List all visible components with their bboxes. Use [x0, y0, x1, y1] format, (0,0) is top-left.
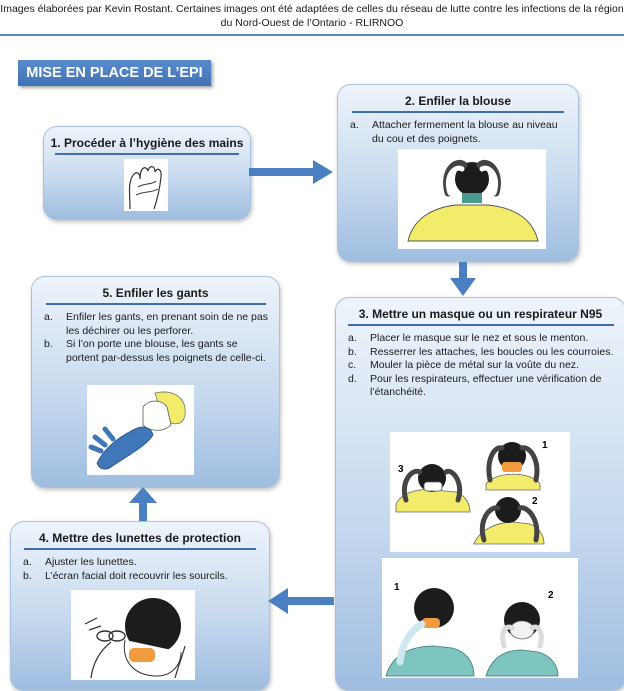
section-banner: MISE EN PLACE DE L’EPI	[18, 60, 211, 86]
list-text: Si l’on porte une blouse, les gants se p…	[66, 338, 266, 364]
step-3-title: 3. Mettre un masque ou un respirateur N9…	[358, 307, 603, 321]
respirator-illustration: 1 2	[385, 582, 559, 677]
respirator-step-number: 2	[548, 590, 554, 601]
hand-hygiene-illustration	[128, 166, 162, 210]
arrow-step-3-to-4	[268, 588, 334, 614]
step-2-title: 2. Enfiler la blouse	[404, 94, 512, 108]
step-4-underline	[24, 548, 256, 550]
list-text: Attacher fermement la blouse au niveau d…	[372, 119, 558, 145]
list-marker: b.	[348, 345, 357, 358]
list-marker: a.	[44, 311, 53, 323]
list-text: Ajuster les lunettes.	[45, 556, 137, 568]
step-2-list: a. Attacher fermement la blouse au niveau…	[338, 119, 578, 146]
list-text: Enfiler les gants, en prenant soin de ne…	[66, 311, 268, 337]
list-text: Mouler la pièce de métal sur la voûte du…	[370, 359, 579, 371]
respirator-image: 1 2	[382, 558, 578, 678]
list-text: Pour les respirateurs, effectuer une vér…	[370, 372, 602, 399]
step-2-box: 2. Enfiler la blouse a. Attacher fermemen…	[337, 84, 579, 262]
list-item: d. Pour les respirateurs, effectuer une v…	[348, 373, 615, 400]
respirator-step-number: 1	[394, 582, 400, 593]
goggles-image	[71, 590, 195, 680]
gloves-image	[87, 385, 194, 475]
arrow-step-1-to-2	[249, 160, 333, 184]
step-5-list: a. Enfiler les gants, en prenant soin de …	[32, 311, 279, 365]
list-marker: b.	[44, 338, 53, 350]
step-5-title: 5. Enfiler les gants	[102, 286, 209, 300]
mask-tying-image: 1 3 2	[390, 432, 570, 552]
step-4-box: 4. Mettre des lunettes de protection a. A…	[10, 521, 270, 691]
list-marker: a.	[348, 332, 357, 344]
goggles-illustration	[84, 598, 186, 679]
list-item: b. Si l’on porte une blouse, les gants se…	[44, 338, 269, 365]
step-3-underline	[347, 324, 614, 326]
list-item: a. Attacher fermement la blouse au niveau…	[350, 119, 568, 146]
list-text: Placer le masque sur le nez et sous le m…	[370, 332, 589, 344]
step-1-underline	[55, 153, 239, 155]
list-marker: c.	[348, 359, 357, 371]
list-marker: a.	[23, 556, 32, 568]
step-5-box: 5. Enfiler les gants a. Enfiler les gants…	[31, 276, 280, 488]
step-1-box: 1. Procéder à l’hygiène des mains	[43, 126, 251, 220]
list-marker: b.	[23, 569, 32, 582]
list-text: L’écran facial doit recouvrir les sourci…	[45, 569, 228, 582]
step-3-list: a. Placer le masque sur le nez et sous le…	[336, 332, 624, 400]
mask-tying-illustration: 1 3 2	[395, 440, 548, 545]
mask-step-number: 1	[542, 440, 548, 451]
list-marker: d.	[348, 372, 357, 385]
list-marker: a.	[350, 119, 359, 131]
step-4-list: a. Ajuster les lunettes. b. L’écran facial…	[11, 556, 269, 583]
header-divider	[0, 34, 624, 36]
gloves-illustration	[88, 391, 186, 470]
list-item: a. Placer le masque sur le nez et sous le…	[348, 332, 615, 346]
credit-text: Images élaborées par Kevin Rostant. Cert…	[0, 3, 624, 29]
list-item: a. Ajuster les lunettes.	[23, 556, 259, 570]
gown-image	[398, 149, 546, 249]
list-item: a. Enfiler les gants, en prenant soin de …	[44, 311, 269, 338]
step-1-title: 1. Procéder à l’hygiène des mains	[50, 136, 244, 150]
mask-step-number: 2	[532, 496, 538, 507]
list-item: b. L’écran facial doit recouvrir les sour…	[23, 570, 259, 584]
step-3-box: 3. Mettre un masque ou un respirateur N9…	[335, 297, 624, 691]
hand-hygiene-image	[124, 159, 168, 211]
list-item: c. Mouler la pièce de métal sur la voûte …	[348, 359, 615, 373]
gown-illustration	[407, 160, 539, 242]
arrow-step-4-to-5	[129, 487, 157, 521]
arrow-step-2-to-3	[450, 262, 476, 296]
step-2-underline	[352, 111, 564, 113]
list-item: b. Resserrer les attaches, les boucles ou…	[348, 346, 615, 360]
step-5-underline	[45, 303, 266, 305]
step-4-title: 4. Mettre des lunettes de protection	[38, 531, 242, 545]
mask-step-number: 3	[398, 464, 404, 475]
list-text: Resserrer les attaches, les boucles ou l…	[370, 345, 614, 358]
